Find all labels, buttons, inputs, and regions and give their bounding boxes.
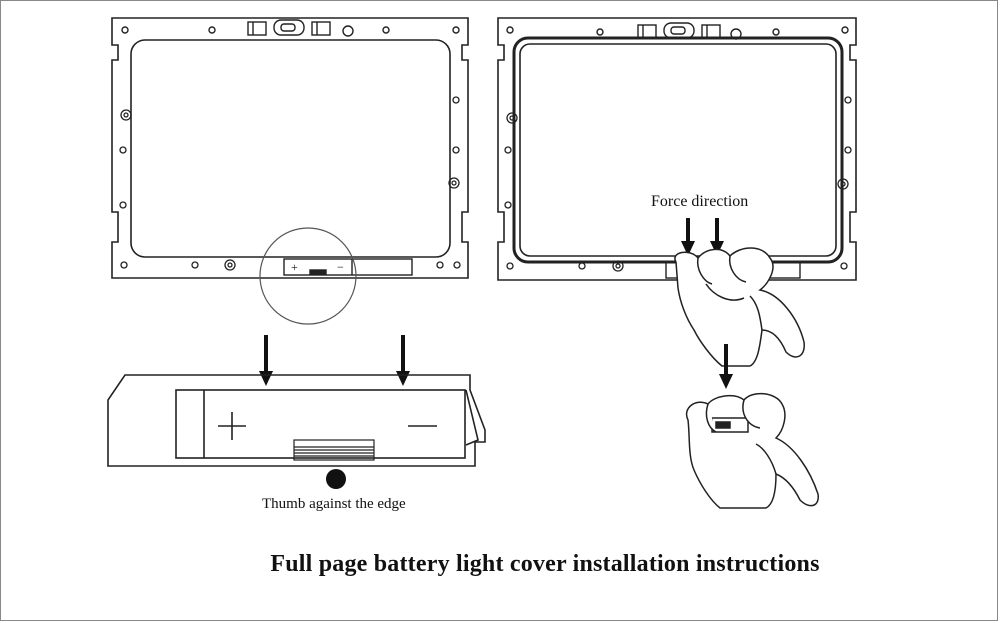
zoom-callout-circle (259, 227, 357, 325)
left-slot-plus-label: + (291, 260, 298, 274)
left-battery-slot (283, 258, 413, 276)
thumb-against-edge-label: Thumb against the edge (262, 496, 406, 512)
down-arrow-left-2 (396, 335, 410, 386)
force-arrow-2 (710, 218, 724, 256)
hand-pressing-illustration (674, 247, 805, 367)
right-panel-top-latch (506, 22, 849, 40)
left-panel-screws (119, 96, 461, 271)
thumb-position-dot (326, 469, 346, 489)
battery-ribbed-latch (293, 439, 375, 461)
right-panel-screws (504, 96, 852, 272)
page-title: Full page battery light cover installati… (270, 551, 820, 577)
hand-pinching-illustration (685, 392, 819, 509)
force-arrow-1 (681, 218, 695, 256)
force-direction-label: Force direction (651, 193, 748, 210)
enlarged-battery-cover (107, 374, 486, 467)
right-panel-frame (497, 17, 857, 281)
left-slot-minus-label: − (337, 260, 344, 274)
down-arrow-right (719, 344, 733, 389)
down-arrow-left-1 (259, 335, 273, 386)
left-panel-frame (111, 17, 469, 279)
left-panel-top-latch (121, 19, 460, 37)
